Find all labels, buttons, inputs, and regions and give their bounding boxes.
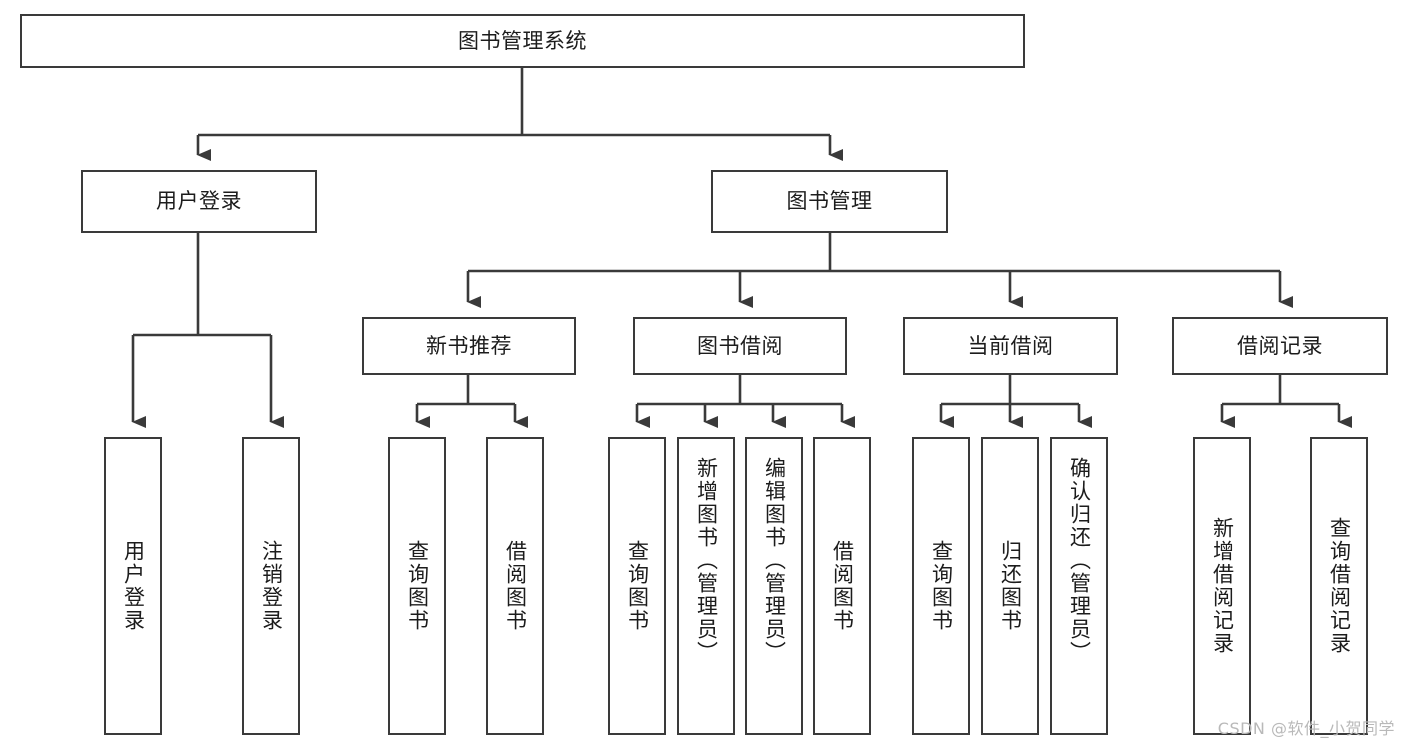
node-leaf-logout-label: 注销登录 [259, 540, 284, 632]
node-current-borrow[interactable]: 当前借阅 [903, 317, 1118, 375]
node-new-book-recommend[interactable]: 新书推荐 [362, 317, 576, 375]
node-leaf-add-book-admin-label: 新增图书（管理员） [694, 457, 719, 664]
node-leaf-logout[interactable]: 注销登录 [242, 437, 300, 735]
node-borrow-record[interactable]: 借阅记录 [1172, 317, 1388, 375]
node-leaf-edit-book-admin[interactable]: 编辑图书（管理员） [745, 437, 803, 735]
node-leaf-edit-book-admin-label: 编辑图书（管理员） [762, 457, 787, 664]
node-leaf-add-book-admin[interactable]: 新增图书（管理员） [677, 437, 735, 735]
node-root[interactable]: 图书管理系统 [20, 14, 1025, 68]
node-leaf-borrow-book-1[interactable]: 借阅图书 [486, 437, 544, 735]
node-leaf-user-login[interactable]: 用户登录 [104, 437, 162, 735]
node-leaf-query-borrow-record-label: 查询借阅记录 [1327, 517, 1352, 655]
node-leaf-query-book-2[interactable]: 查询图书 [608, 437, 666, 735]
csdn-watermark: CSDN @软件_小贺同学 [1217, 719, 1395, 738]
node-leaf-add-borrow-record-label: 新增借阅记录 [1210, 517, 1235, 655]
node-root-label: 图书管理系统 [458, 28, 587, 53]
node-current-borrow-label: 当前借阅 [967, 333, 1054, 358]
node-leaf-borrow-book-2-label: 借阅图书 [830, 540, 855, 632]
node-book-borrow[interactable]: 图书借阅 [633, 317, 847, 375]
node-leaf-query-borrow-record[interactable]: 查询借阅记录 [1310, 437, 1368, 735]
node-new-book-recommend-label: 新书推荐 [426, 333, 512, 358]
node-leaf-confirm-return-admin-label: 确认归还（管理员） [1067, 457, 1092, 664]
node-leaf-add-borrow-record[interactable]: 新增借阅记录 [1193, 437, 1251, 735]
node-leaf-query-book-2-label: 查询图书 [625, 540, 650, 632]
node-leaf-query-book-3-label: 查询图书 [929, 540, 954, 632]
node-leaf-query-book-1[interactable]: 查询图书 [388, 437, 446, 735]
node-leaf-confirm-return-admin[interactable]: 确认归还（管理员） [1050, 437, 1108, 735]
node-book-borrow-label: 图书借阅 [697, 333, 783, 358]
node-borrow-record-label: 借阅记录 [1237, 333, 1323, 358]
node-user-login-label: 用户登录 [156, 189, 242, 214]
node-leaf-user-login-label: 用户登录 [121, 540, 146, 632]
node-book-management[interactable]: 图书管理 [711, 170, 948, 233]
node-leaf-query-book-3[interactable]: 查询图书 [912, 437, 970, 735]
node-leaf-borrow-book-1-label: 借阅图书 [503, 540, 528, 632]
node-user-login[interactable]: 用户登录 [81, 170, 317, 233]
node-book-management-label: 图书管理 [786, 189, 873, 214]
node-leaf-query-book-1-label: 查询图书 [405, 540, 430, 632]
node-leaf-return-book[interactable]: 归还图书 [981, 437, 1039, 735]
node-leaf-borrow-book-2[interactable]: 借阅图书 [813, 437, 871, 735]
node-leaf-return-book-label: 归还图书 [998, 540, 1023, 632]
